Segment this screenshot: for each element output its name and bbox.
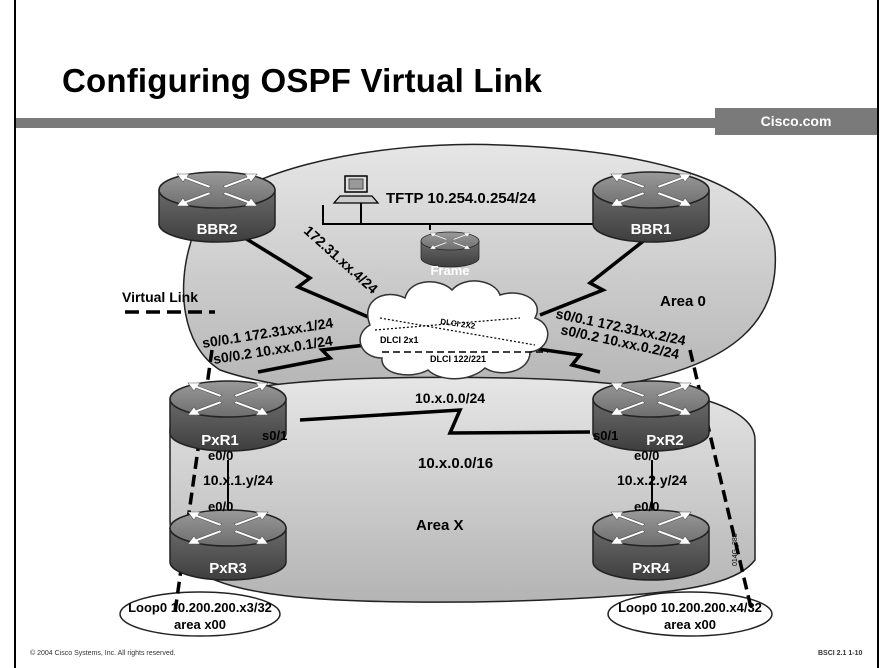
serial-link-bbr2 [239, 233, 381, 324]
course-code-footer: BSCI 2.1 1-10 [818, 650, 863, 657]
pxr1-s01-label: s0/1 [262, 428, 287, 443]
slide-frame-left [14, 0, 16, 668]
figure-id: 014G_388 [732, 533, 739, 566]
virtual-link-label: Virtual Link [122, 289, 198, 305]
serial-link-pxr1-pxr2 [299, 408, 591, 435]
net-10x0024-label: 10.x.0.0/24 [415, 390, 485, 406]
slide-frame-right [877, 0, 879, 668]
net-10x2-label: 10.x.2.y/24 [617, 472, 687, 488]
loop-pxr4-label: Loop0 10.200.200.x4/32 [618, 600, 762, 615]
tftp-server-icon [332, 175, 380, 204]
loop-pxr3-ellipse [119, 591, 281, 637]
router-label-frame: Frame [430, 263, 469, 278]
loop-pxr4-ellipse [607, 591, 773, 637]
pxr1-e00-label: e0/0 [208, 448, 233, 463]
router-frame-icon [420, 231, 480, 268]
pxr4-e00-label: e0/0 [634, 499, 659, 514]
router-label-bbr2: BBR2 [197, 221, 238, 238]
pxr2-e00-label: e0/0 [634, 448, 659, 463]
router-label-pxr3: PxR3 [209, 560, 247, 577]
router-label-bbr1: BBR1 [631, 221, 672, 238]
area-0-label: Area 0 [660, 293, 706, 310]
area-pxr3-label: area x00 [174, 617, 226, 632]
net-10x1-label: 10.x.1.y/24 [203, 472, 273, 488]
dlci-122-label: DLCI 122/221 [430, 354, 486, 364]
tftp-label: TFTP 10.254.0.254/24 [386, 190, 536, 207]
slide-title: Configuring OSPF Virtual Link [62, 62, 543, 99]
serial-link-pxr2-frame [509, 343, 601, 374]
net-10x0016-label: 10.x.0.0/16 [418, 455, 493, 472]
router-label-pxr4: PxR4 [632, 560, 670, 577]
dlci-2x1-pvc [374, 317, 521, 331]
area-x-label: Area X [416, 517, 464, 534]
loop-pxr3-label: Loop0 10.200.200.x3/32 [128, 600, 272, 615]
copyright-footer: © 2004 Cisco Systems, Inc. All rights re… [30, 650, 176, 657]
title-underline-bar [16, 118, 877, 128]
frame-relay-cloud [359, 280, 549, 380]
dlci-2x1-label: DLCI 2x1 [380, 335, 419, 345]
pxr3-e00-label: e0/0 [208, 499, 233, 514]
router-label-pxr2: PxR2 [646, 432, 684, 449]
brand-tab: Cisco.com [715, 108, 877, 135]
area-pxr4-label: area x00 [664, 617, 716, 632]
pxr2-s01-label: s0/1 [593, 428, 618, 443]
serial-link-bbr1 [539, 233, 653, 317]
router-label-pxr1: PxR1 [201, 432, 239, 449]
